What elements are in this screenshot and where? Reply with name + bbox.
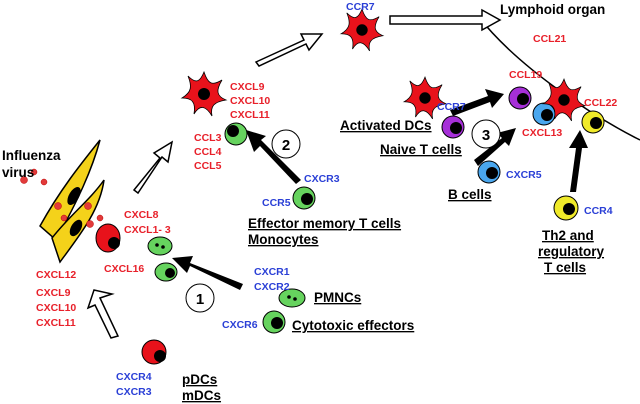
chemokine-label: CXCL13 (522, 127, 562, 139)
chemokine-label: CCL5 (194, 160, 222, 172)
pmnc-cell (278, 288, 306, 308)
receptor-label: CCR7 (437, 101, 466, 113)
mdcs-label: mDCs (182, 388, 221, 403)
receptor-label: CXCR5 (506, 169, 542, 181)
chemokine-label: CXCL12 (36, 269, 76, 281)
chemokine-label: CXCL11 (230, 109, 270, 121)
receptor-label: CCR5 (262, 197, 291, 209)
receptor-label: CXCR2 (254, 281, 290, 293)
naive-t-cell-purple (441, 115, 465, 139)
chemokine-label: CCL4 (194, 146, 222, 158)
cytotoxic-cell (262, 310, 286, 334)
monocyte-green-near-dc (224, 122, 248, 146)
pmncs-label: PMNCs (314, 290, 361, 305)
influenza-label-2: virus (2, 165, 34, 180)
pdc-cell (141, 339, 167, 365)
virus-particle-icon (20, 168, 104, 228)
chemokine-label: CXCL9 (230, 81, 265, 93)
b-cells-label: B cells (448, 187, 492, 202)
dendritic-cell-icon (340, 8, 384, 52)
chemokine-label: CXCL9 (36, 287, 71, 299)
activated-dcs-label: Activated DCs (340, 118, 432, 133)
neutrophil-icon (147, 236, 173, 256)
dendritic-cell-icon (181, 71, 227, 117)
chemokine-label: CXCL1- 3 (124, 224, 171, 236)
chemokine-label: CCL3 (194, 132, 222, 144)
chemokine-label: CXCL10 (36, 302, 76, 314)
th2-label-2: regulatory (538, 244, 605, 259)
receptor-label: CCR4 (584, 205, 613, 217)
hollow-arrow-icon (86, 8, 502, 339)
step-1-label: 1 (196, 291, 204, 308)
chemokine-label: CXCL11 (36, 317, 76, 329)
cytotoxic-label: Cytotoxic effectors (292, 318, 414, 333)
chemokine-label: CXCL16 (104, 263, 144, 275)
pmn-cell-red (95, 223, 121, 253)
receptor-label: CXCR3 (304, 173, 340, 185)
chemokine-label: CCL19 (509, 69, 542, 81)
effector-memory-label: Effector memory T cells (248, 216, 401, 231)
chemokine-label: CXCL10 (230, 95, 270, 107)
lymphocyte-icon-green (154, 262, 178, 282)
step-2-label: 2 (282, 137, 290, 154)
lymphoid-organ-label: Lymphoid organ (500, 2, 605, 17)
chemokine-label: CXCL8 (124, 209, 159, 221)
infected-epithelium (39, 139, 105, 264)
receptor-label: CXCR1 (254, 266, 290, 278)
chemokine-label: CCL21 (533, 33, 566, 45)
naive-t-cell-purple-inside (508, 86, 532, 110)
th2-label-1: Th2 and (542, 228, 594, 243)
th2-cell-yellow-inside (581, 110, 605, 134)
th2-cell-yellow (553, 195, 579, 221)
step-2-marker: 2 (271, 129, 301, 159)
b-cell-blue-inside (532, 102, 556, 126)
receptor-label: CXCR3 (116, 386, 152, 398)
step-3-marker: 3 (471, 119, 501, 149)
effector-memory-cell (292, 186, 316, 210)
influenza-label-1: Influenza (2, 148, 61, 163)
step-3-label: 3 (482, 127, 490, 144)
step-1-marker: 1 (185, 283, 215, 313)
solid-arrow-icon (172, 89, 588, 290)
receptor-label: CCR7 (346, 1, 375, 13)
chemokine-label: CCL22 (584, 97, 617, 109)
pdcs-label: pDCs (182, 372, 217, 387)
naive-t-label: Naive T cells (380, 142, 462, 157)
th2-label-3: T cells (544, 260, 586, 275)
receptor-label: CXCR4 (116, 371, 152, 383)
receptor-label: CXCR6 (222, 319, 258, 331)
b-cell-blue (477, 160, 501, 184)
monocytes-label: Monocytes (248, 232, 319, 247)
